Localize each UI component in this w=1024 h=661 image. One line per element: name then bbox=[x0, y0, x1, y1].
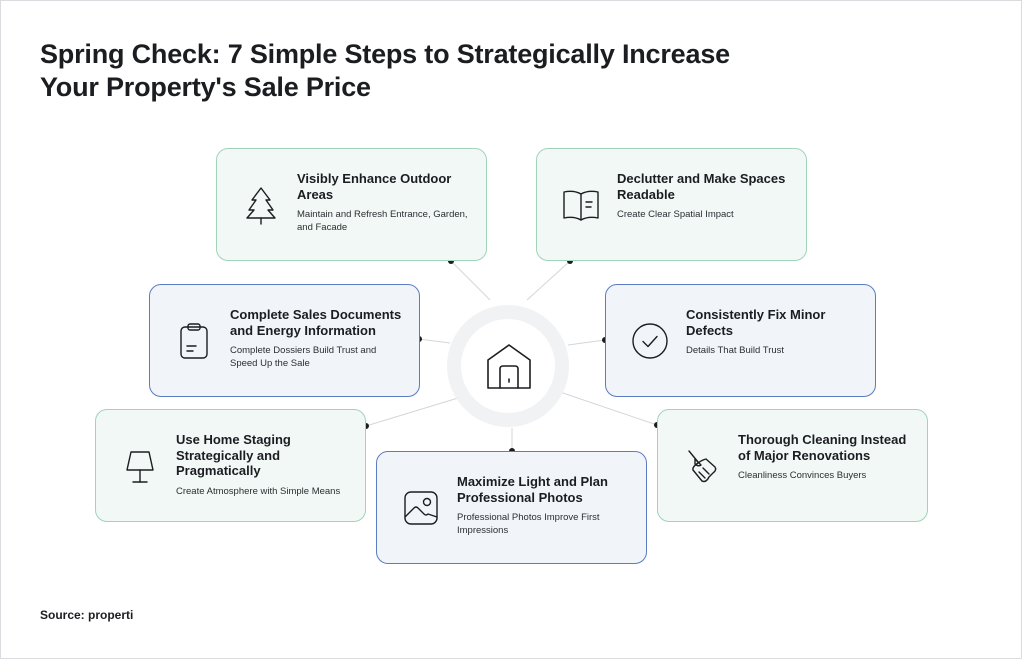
garage-house-icon bbox=[487, 344, 531, 389]
step-title: Thorough Cleaning Instead of Major Renov… bbox=[738, 432, 907, 463]
step-title: Complete Sales Documents and Energy Info… bbox=[230, 307, 402, 338]
step-text: Complete Sales Documents and Energy Info… bbox=[230, 307, 405, 370]
step-text: Visibly Enhance Outdoor Areas Maintain a… bbox=[297, 171, 472, 234]
clipboard-icon bbox=[180, 322, 208, 359]
source-caption: Source: properti bbox=[40, 608, 134, 622]
central-hub bbox=[447, 305, 569, 427]
open-book-icon bbox=[563, 190, 599, 221]
page-title-line-2: Your Property's Sale Price bbox=[40, 72, 371, 102]
step-description: Professional Photos Improve First Impres… bbox=[457, 512, 600, 536]
tree-icon bbox=[246, 186, 276, 225]
step-description: Cleanliness Convinces Buyers bbox=[738, 470, 867, 481]
step-title: Use Home Staging Strategically and Pragm… bbox=[176, 432, 291, 478]
connector-line-staging bbox=[365, 397, 459, 427]
connector-line-outdoor bbox=[450, 260, 491, 301]
step-text: Consistently Fix Minor Defects Details T… bbox=[686, 307, 861, 358]
connector-line-declutter bbox=[526, 260, 571, 301]
step-card-staging: Use Home Staging Strategically and Pragm… bbox=[95, 409, 366, 522]
step-title: Consistently Fix Minor Defects bbox=[686, 307, 826, 338]
step-card-declutter: Declutter and Make Spaces Readable Creat… bbox=[536, 148, 807, 261]
step-description: Maintain and Refresh Entrance, Garden, a… bbox=[297, 209, 468, 233]
step-card-documents: Complete Sales Documents and Energy Info… bbox=[149, 284, 420, 397]
step-text: Maximize Light and Plan Professional Pho… bbox=[457, 474, 632, 537]
check-circle-icon bbox=[632, 322, 668, 359]
step-description: Create Atmosphere with Simple Means bbox=[176, 485, 341, 497]
connector-line-cleaning bbox=[559, 391, 658, 426]
image-icon bbox=[404, 490, 438, 525]
step-text: Thorough Cleaning Instead of Major Renov… bbox=[738, 432, 913, 483]
step-description: Details That Build Trust bbox=[686, 345, 785, 356]
step-text: Declutter and Make Spaces Readable Creat… bbox=[617, 171, 792, 222]
central-hub-inner bbox=[461, 319, 555, 413]
step-title: Visibly Enhance Outdoor Areas bbox=[297, 171, 452, 202]
step-card-cleaning: Thorough Cleaning Instead of Major Renov… bbox=[657, 409, 928, 522]
page-title-line-1: Spring Check: 7 Simple Steps to Strategi… bbox=[40, 39, 730, 69]
step-card-outdoor: Visibly Enhance Outdoor Areas Maintain a… bbox=[216, 148, 487, 261]
page-title: Spring Check: 7 Simple Steps to Strategi… bbox=[40, 38, 860, 104]
step-text: Use Home Staging Strategically and Pragm… bbox=[176, 432, 351, 498]
step-card-defects: Consistently Fix Minor Defects Details T… bbox=[605, 284, 876, 397]
step-title: Maximize Light and Plan Professional Pho… bbox=[457, 474, 608, 505]
step-card-photos: Maximize Light and Plan Professional Pho… bbox=[376, 451, 647, 564]
connector-line-documents bbox=[418, 338, 451, 344]
brush-icon bbox=[688, 449, 717, 482]
step-description: Complete Dossiers Build Trust and Speed … bbox=[230, 345, 377, 369]
lamp-icon bbox=[126, 450, 154, 483]
step-description: Create Clear Spatial Impact bbox=[617, 209, 734, 220]
step-title: Declutter and Make Spaces Readable bbox=[617, 171, 786, 202]
connector-line-defects bbox=[567, 339, 606, 346]
